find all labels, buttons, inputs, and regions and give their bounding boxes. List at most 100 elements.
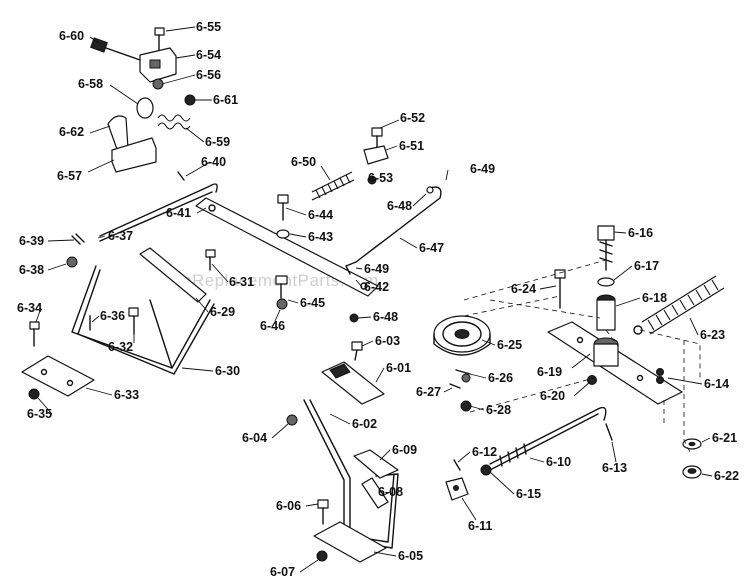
callout-6-15: 6-15 xyxy=(516,487,541,501)
callout-6-42: 6-42 xyxy=(364,280,389,294)
part-6-46-nut xyxy=(276,298,288,310)
callout-6-41: 6-41 xyxy=(166,206,191,220)
callout-6-39: 6-39 xyxy=(19,234,44,248)
callout-6-52: 6-52 xyxy=(400,111,425,125)
callout-6-27: 6-27 xyxy=(416,385,441,399)
callout-6-34: 6-34 xyxy=(17,301,42,315)
part-6-62-handle xyxy=(107,115,129,153)
callout-6-02: 6-02 xyxy=(352,417,377,431)
part-6-52-bolt xyxy=(371,127,383,149)
part-6-28-nut xyxy=(460,400,472,412)
callout-6-44: 6-44 xyxy=(308,208,333,222)
callout-6-31: 6-31 xyxy=(229,275,254,289)
callout-labels: 6-55 6-54 6-56 6-61 6-60 6-58 6-59 6-62 … xyxy=(17,20,739,579)
callout-6-22: 6-22 xyxy=(714,469,739,483)
callout-6-12: 6-12 xyxy=(472,445,497,459)
callout-6-35: 6-35 xyxy=(27,407,52,421)
callout-6-03: 6-03 xyxy=(375,334,400,348)
callout-6-51: 6-51 xyxy=(399,139,424,153)
part-6-17-washer xyxy=(597,277,615,287)
callout-6-37: 6-37 xyxy=(108,229,133,243)
part-6-14-bolt-lower xyxy=(656,376,664,384)
callout-6-13: 6-13 xyxy=(602,461,627,475)
callout-6-56: 6-56 xyxy=(196,68,221,82)
callout-6-19: 6-19 xyxy=(537,365,562,379)
callout-6-59: 6-59 xyxy=(205,135,230,149)
callout-6-26: 6-26 xyxy=(488,371,513,385)
part-6-33-plate xyxy=(21,355,95,397)
part-6-32-bolt xyxy=(128,307,139,335)
part-6-03-bolt xyxy=(351,341,363,361)
part-6-51-bracket xyxy=(363,145,389,165)
callout-6-06: 6-06 xyxy=(276,499,301,513)
callout-6-17: 6-17 xyxy=(634,259,659,273)
part-6-29-lever xyxy=(139,247,207,303)
callout-6-49-lower: 6-49 xyxy=(364,262,389,276)
callout-6-57: 6-57 xyxy=(57,169,82,183)
callout-6-45: 6-45 xyxy=(300,296,325,310)
callout-6-10: 6-10 xyxy=(546,455,571,469)
callout-6-05: 6-05 xyxy=(398,549,423,563)
part-6-59-spring xyxy=(157,114,191,130)
part-6-45-bolt xyxy=(275,275,288,299)
part-6-37-rod xyxy=(99,171,218,242)
callout-6-53: 6-53 xyxy=(368,171,393,185)
part-6-25-pulley xyxy=(433,315,491,356)
callout-6-01: 6-01 xyxy=(386,361,411,375)
part-6-12-pin xyxy=(453,459,461,471)
part-6-13-pin xyxy=(605,423,613,441)
part-6-48-nut-lower xyxy=(349,313,359,323)
part-6-55-bolt xyxy=(154,27,165,53)
callout-6-11: 6-11 xyxy=(468,519,492,533)
part-6-39-pin xyxy=(71,233,85,245)
callout-6-54: 6-54 xyxy=(196,48,221,62)
part-6-34-bolt xyxy=(29,321,40,347)
callout-6-58: 6-58 xyxy=(78,77,103,91)
callout-6-20: 6-20 xyxy=(540,389,565,403)
callout-6-43: 6-43 xyxy=(308,230,333,244)
part-6-11-clevis xyxy=(445,477,469,501)
callout-6-33: 6-33 xyxy=(114,388,139,402)
callout-6-48-lower: 6-48 xyxy=(373,310,398,324)
part-6-23-spring xyxy=(633,275,725,335)
callout-6-09: 6-09 xyxy=(392,443,417,457)
part-6-31-bolt xyxy=(205,249,216,271)
callout-6-23: 6-23 xyxy=(700,328,725,342)
part-6-50-spring xyxy=(311,171,355,201)
part-6-30-frame-rod xyxy=(71,265,215,375)
callout-6-28: 6-28 xyxy=(486,403,511,417)
callout-6-50: 6-50 xyxy=(291,155,316,169)
callout-6-24: 6-24 xyxy=(511,282,536,296)
assembly-dashed-lines xyxy=(463,259,701,453)
part-6-44-bolt xyxy=(277,194,289,221)
part-6-05-plate xyxy=(313,521,387,563)
part-6-22-nut xyxy=(682,465,702,479)
part-6-47-rod xyxy=(345,186,442,275)
part-6-06-bolt xyxy=(317,499,329,525)
callout-6-14: 6-14 xyxy=(704,377,729,391)
callout-6-46: 6-46 xyxy=(260,319,285,333)
callout-6-21: 6-21 xyxy=(712,431,737,445)
callout-6-08: 6-08 xyxy=(378,485,403,499)
part-6-38-nut xyxy=(66,256,78,268)
callout-6-04: 6-04 xyxy=(242,431,267,445)
part-6-26-key xyxy=(455,369,471,383)
callout-6-36: 6-36 xyxy=(100,309,125,323)
part-6-56-nut xyxy=(152,78,164,90)
callout-6-61: 6-61 xyxy=(213,93,238,107)
part-6-35-nut xyxy=(28,388,40,400)
callout-6-55: 6-55 xyxy=(196,20,221,34)
part-6-61-nut xyxy=(184,94,196,106)
part-6-54-bracket xyxy=(139,47,177,83)
part-6-15-nut xyxy=(480,464,492,476)
parts-artwork xyxy=(21,27,725,563)
callout-6-48-upper: 6-48 xyxy=(387,199,412,213)
callout-6-30: 6-30 xyxy=(215,364,240,378)
part-6-27-screw xyxy=(449,383,461,389)
part-6-60-bolt xyxy=(90,37,141,61)
callout-6-60: 6-60 xyxy=(59,29,84,43)
part-6-21-washer xyxy=(682,438,702,450)
callout-6-40: 6-40 xyxy=(201,155,226,169)
